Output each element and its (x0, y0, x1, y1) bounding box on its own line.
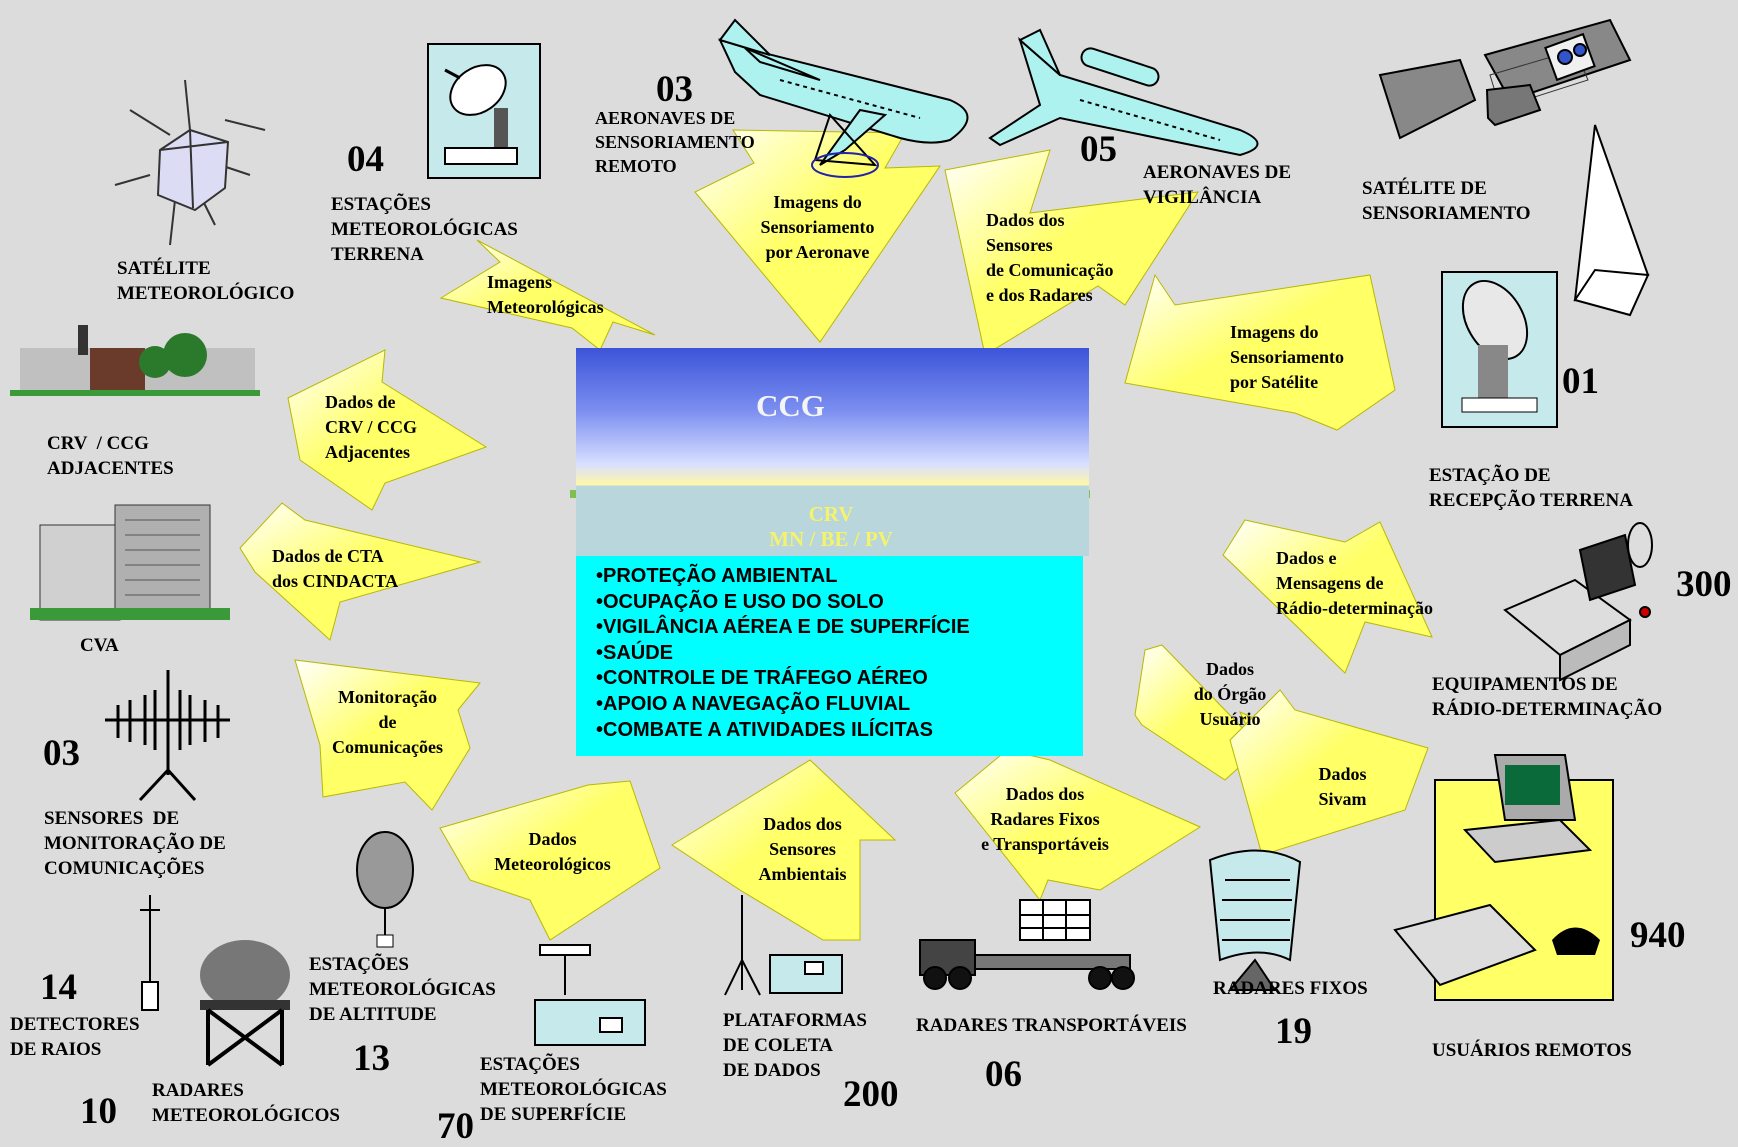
radio-equipment-icon (1503, 522, 1653, 682)
arrow-dados-sensores-radares (944, 149, 1200, 356)
weather-satellite-label: SATÉLITE METEOROLÓGICO (117, 258, 295, 304)
surface-stations-count: 70 (437, 1106, 474, 1147)
altitude-stations-count: 13 (353, 1038, 390, 1079)
arrow-label-dados-radio: Dados e Mensagens de Rádio-determinação (1276, 548, 1433, 618)
surveillance-aircraft-label: AERONAVES DE VIGILÂNCIA (1143, 162, 1291, 208)
comm-sensors-label: SENSORES DE MONITORAÇÃO DE COMUNICAÇÕES (44, 808, 226, 879)
remote-users-count: 940 (1630, 915, 1686, 956)
adjacent-crv-building-icon (10, 325, 260, 396)
remote-users-icon (1393, 754, 1614, 1001)
applications-panel: •PROTEÇÃO AMBIENTAL •OCUPAÇÃO E USO DO S… (576, 556, 1083, 756)
receiving-station-count: 01 (1562, 361, 1599, 402)
comm-sensors-count: 03 (43, 733, 80, 774)
application-item: •SAÚDE (596, 641, 674, 664)
weather-radar-icon (200, 940, 290, 1067)
lightning-detectors-count: 14 (40, 967, 77, 1008)
arrow-label-dados-meteorologicos: Dados Meteorológicos (494, 829, 611, 874)
arrow-label-dados-sivam: Dados Sivam (1318, 764, 1367, 809)
arrow-dados-meteorologicos (439, 780, 661, 941)
radio-equipment-label: EQUIPAMENTOS DE RÁDIO-DETERMINAÇÃO (1432, 674, 1663, 720)
cva-label: CVA (80, 635, 119, 656)
application-item: •APOIO A NAVEGAÇÃO FLUVIAL (596, 692, 911, 715)
application-item: •OCUPAÇÃO E USO DO SOLO (596, 590, 884, 613)
data-arrows (239, 129, 1433, 941)
adjacent-crv-label: CRV / CCG ADJACENTES (47, 433, 174, 479)
arrow-label-dados-orgao: Dados do Órgão Usuário (1193, 659, 1267, 729)
data-platforms-count: 200 (843, 1074, 899, 1115)
arrow-label-imagens-meteorologicas: Imagens Meteorológicas (487, 272, 604, 317)
arrow-imagens-aeronave (694, 129, 941, 343)
sensing-aircraft-label: AERONAVES DE SENSORIAMENTO REMOTO (595, 108, 755, 176)
lightning-detectors-label: DETECTORES DE RAIOS (10, 1014, 140, 1060)
sensing-satellite-icon (1378, 18, 1650, 317)
ground-station-count: 04 (347, 139, 384, 180)
sensing-aircraft-icon (718, 18, 969, 178)
applications-list: •PROTEÇÃO AMBIENTAL •OCUPAÇÃO E USO DO S… (576, 556, 1083, 743)
fixed-radars-label: RADARES FIXOS (1213, 978, 1368, 999)
application-item: •COMBATE A ATIVIDADES ILÍCITAS (596, 718, 933, 741)
lightning-detector-icon (140, 895, 160, 1011)
receiving-station-label: ESTAÇÃO DE RECEPÇÃO TERRENA (1429, 465, 1633, 511)
arrow-label-dados-radares-fixos: Dados dos Radares Fixos e Transportáveis (981, 784, 1109, 854)
arrow-label-dados-cta: Dados de CTA dos CINDACTA (272, 546, 399, 591)
arrow-dados-radio (1222, 519, 1433, 674)
altitude-stations-label: ESTAÇÕES METEOROLÓGICAS DE ALTITUDE (309, 954, 496, 1025)
data-platforms-label: PLATAFORMAS DE COLETA DE DADOS (723, 1010, 867, 1081)
ground-receiving-station-icon (1441, 271, 1558, 428)
arrow-dados-cta (239, 502, 482, 641)
surveillance-aircraft-count: 05 (1080, 129, 1117, 170)
arrow-imagens-satelite (1124, 273, 1396, 431)
radio-equipment-count: 300 (1676, 564, 1732, 605)
weather-satellite-icon (114, 79, 266, 246)
arrow-dados-crv-ccg (287, 349, 488, 511)
ccg-panel: CCG CRV MN / BE / PV (576, 348, 1089, 556)
communications-antenna-icon (105, 670, 230, 802)
surface-weather-station-icon (534, 944, 646, 1046)
arrow-label-dados-sensores-radares: Dados dos Sensores de Comunicação e dos … (986, 210, 1114, 305)
application-item: •VIGILÂNCIA AÉREA E DE SUPERFÍCIE (596, 616, 970, 639)
cva-building-icon (30, 504, 230, 621)
transportable-radar-icon (919, 899, 1135, 990)
arrow-label-imagens-aeronave: Imagens do Sensoriamento por Aeronave (760, 192, 875, 262)
arrow-label-dados-crv-ccg: Dados de CRV / CCG Adjacentes (325, 392, 418, 462)
weather-radars-count: 10 (80, 1091, 117, 1132)
crv-label: CRV MN / BE / PV (769, 502, 893, 551)
arrow-label-dados-ambientais: Dados dos Sensores Ambientais (758, 814, 847, 884)
surveillance-aircraft-icon (988, 28, 1259, 157)
ground-weather-station-icon (427, 43, 541, 179)
sensing-aircraft-count: 03 (656, 69, 693, 110)
application-item: •CONTROLE DE TRÁFEGO AÉREO (596, 667, 928, 690)
surface-stations-label: ESTAÇÕES METEOROLÓGICAS DE SUPERFÍCIE (480, 1054, 667, 1125)
arrow-monitoracao (294, 659, 481, 811)
remote-users-label: USUÁRIOS REMOTOS (1432, 1040, 1632, 1061)
sensing-satellite-label: SATÉLITE DE SENSORIAMENTO (1362, 178, 1531, 224)
arrow-label-imagens-satelite: Imagens do Sensoriamento por Satélite (1230, 322, 1344, 392)
fixed-radar-icon (1208, 849, 1302, 991)
ccg-title: CCG (756, 388, 825, 423)
data-platform-icon (724, 895, 843, 996)
fixed-radars-count: 19 (1275, 1011, 1312, 1052)
arrow-label-monitoracao: Monitoração de Comunicações (332, 687, 443, 757)
arrow-dados-ambientais (671, 759, 897, 941)
weather-balloon-icon (356, 831, 414, 948)
transportable-radars-label: RADARES TRANSPORTÁVEIS (916, 1015, 1187, 1036)
ccg-sky-background (576, 348, 1089, 556)
application-item: •PROTEÇÃO AMBIENTAL (596, 565, 838, 587)
weather-radars-label: RADARES METEOROLÓGICOS (152, 1080, 340, 1126)
ground-station-label: ESTAÇÕES METEOROLÓGICAS TERRENA (331, 194, 518, 265)
transportable-radars-count: 06 (985, 1054, 1022, 1095)
arrow-imagens-meteorologicas (439, 239, 656, 351)
